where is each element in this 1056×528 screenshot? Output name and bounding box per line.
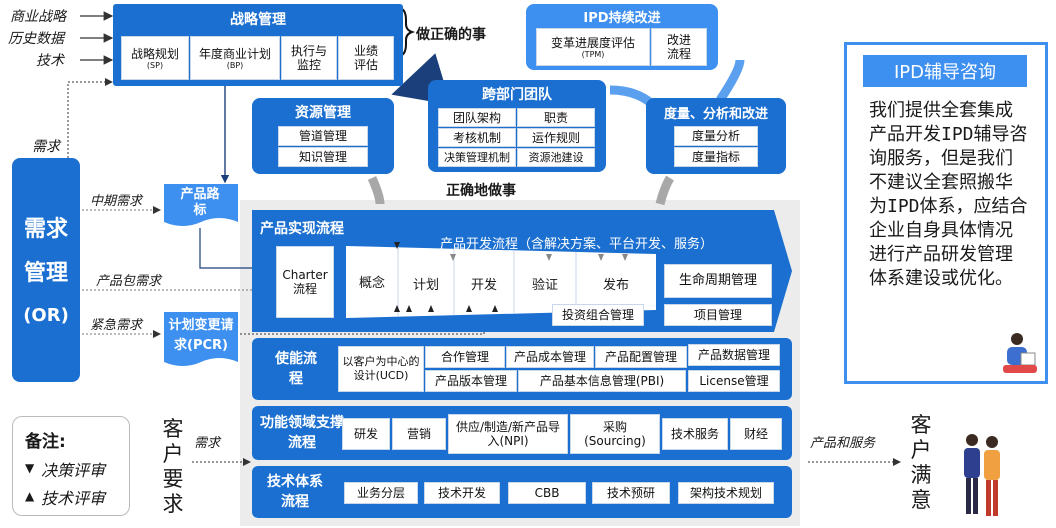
cross-team-cell-decision: 决策管理机制 [438,148,516,167]
or-line2: 管理 [23,261,68,286]
func-cell-supply: 供应/制造/新产品导入(NPI) [448,414,568,454]
reader-icon [1003,333,1037,373]
portfolio-cell: 投资组合管理 [552,304,644,326]
enable-cell-version: 产品版本管理 [425,370,517,392]
roadmap-label: 产品路标 [180,187,220,218]
strategy-cell-bp: 年度商业计划(BP) [190,36,280,80]
strategy-box: 战略管理 战略规划(SP) 年度商业计划(BP) 执行与监控 业绩评估 [113,4,403,86]
enable-cell-pbi: 产品基本信息管理(PBI) [518,370,686,392]
stage-concept: 概念 [358,276,385,291]
pcr-shape [164,312,238,366]
do-things-right: 正确地做事 [446,183,516,199]
tech-cell-layer: 业务分层 [344,482,418,504]
demand-label: 需求 [32,139,60,155]
cross-team-title: 跨部门团队 [482,87,552,103]
strategy-cell-execute: 执行与监控 [281,36,337,80]
customer-sat: 客户满意 [910,413,932,512]
resource-box: 资源管理 管道管理 知识管理 [252,98,394,174]
enablement-box: 使能流程 以客户为中心的设计(UCD) 合作管理 产品成本管理 产品配置管理 产… [252,338,792,400]
measure-title: 度量、分析和改进 [663,106,768,122]
input-business-strategy: 商业战略 [10,9,66,25]
consult-title: IPD辅导咨询 [863,55,1027,87]
tech-cell-arch: 架构技术规划 [678,482,774,504]
mid-demand: 中期需求 [90,194,143,209]
pcr-label: 计划变更请求(PCR) [168,318,234,353]
project-cell: 项目管理 [664,304,772,326]
dev-flow-label: 产品开发流程（含解决方案、平台开发、服务） [440,237,714,252]
func-cell-tech-service: 技术服务 [662,418,728,450]
functional-box: 功能领域支撑流程 研发 营销 供应/制造/新产品导入(NPI) 采购(Sourc… [252,406,792,460]
functional-title: 功能领域支撑流程 [260,415,344,451]
stage-verify: 验证 [531,278,558,293]
ipd-improve-title: IPD持续改进 [583,10,661,26]
enable-cell-ucd: 以客户为中心的设计(UCD) [338,346,424,392]
tech-title: 技术体系流程 [267,474,323,510]
consult-panel: IPD辅导咨询 我们提供全套集成产品开发IPD辅导咨询服务，但是我们不建议全套照… [844,42,1048,384]
customer-req: 客户要求 [162,417,184,516]
measure-cell-analysis: 度量分析 [674,126,758,146]
legend-decision-icon: ▼ [25,461,35,475]
consult-text: 我们提供全套集成产品开发IPD辅导咨询服务，但是我们不建议全套照搬华为IPD体系… [869,100,1028,289]
enable-cell-config: 产品配置管理 [595,346,687,368]
roadmap-shape [164,184,238,226]
func-cell-marketing: 营销 [392,418,446,450]
tech-cell-research: 技术预研 [592,482,670,504]
measure-cell-metrics: 度量指标 [674,147,758,167]
review-markers [394,242,628,312]
legend-title: 备注: [25,432,66,452]
legend-box: 备注: ▼ 决策评审 ▲ 技术评审 [12,416,130,516]
enable-cell-data: 产品数据管理 [688,344,780,366]
resource-cell-pipeline: 管道管理 [278,126,368,146]
tech-cell-cbb: CBB [508,482,586,504]
ipd-improve-box: IPD持续改进 变革进展度评估(TPM) 改进流程 [526,4,718,70]
legend-tech-icon: ▲ [25,489,35,503]
strategy-cell-eval: 业绩评估 [338,36,394,80]
measure-box: 度量、分析和改进 度量分析 度量指标 [646,98,786,174]
cross-team-cell-rules: 运作规则 [517,128,595,147]
cross-team-cell-pool: 资源池建设 [517,148,595,167]
func-cell-rnd: 研发 [342,418,390,450]
product-service-label: 产品和服务 [810,436,876,451]
func-cell-finance: 财经 [730,418,782,450]
or-box: 需求 管理 (OR) [12,158,80,382]
charter-cell: Charter流程 [276,246,334,318]
stage-funnel [346,246,656,318]
ipd-improve-cell-tpm: 变革进展度评估(TPM) [536,28,650,66]
cross-team-cell-duty: 职责 [517,108,595,127]
resource-title: 资源管理 [295,105,351,121]
req-arrow-label: 需求 [194,436,221,451]
legend-tech: 技术评审 [41,489,106,508]
stage-develop: 开发 [470,278,497,293]
input-technology: 技术 [36,53,64,69]
func-cell-sourcing: 采购(Sourcing) [570,414,660,454]
customer-people-icon [964,434,1000,516]
stage-release: 发布 [602,278,629,293]
cross-team-box: 跨部门团队 团队架构 职责 考核机制 运作规则 决策管理机制 资源池建设 [428,80,606,172]
input-history-data: 历史数据 [8,31,64,47]
legend-decision: 决策评审 [41,461,106,480]
stage-plan: 计划 [412,278,439,293]
package-demand: 产品包需求 [96,274,162,289]
lifecycle-cell: 生命周期管理 [664,264,772,298]
cross-team-cell-kpi: 考核机制 [438,128,516,147]
urgent-demand: 紧急需求 [90,318,143,333]
realize-title: 产品实现流程 [260,221,344,237]
cross-team-cell-arch: 团队架构 [438,108,516,127]
or-line1: 需求 [23,217,68,242]
do-right-thing: 做正确的事 [416,27,486,43]
tech-cell-dev: 技术开发 [424,482,500,504]
tech-box: 技术体系流程 业务分层 技术开发 CBB 技术预研 架构技术规划 [252,466,792,518]
resource-cell-knowledge: 知识管理 [278,147,368,167]
enable-cell-license: License管理 [688,370,780,392]
or-line3: (OR) [23,304,69,326]
strategy-cell-sp: 战略规划(SP) [121,36,189,80]
enablement-title: 使能流程 [275,351,317,387]
enable-cell-coop: 合作管理 [425,346,505,368]
enable-cell-cost: 产品成本管理 [506,346,594,368]
ipd-improve-cell-process: 改进流程 [651,28,707,66]
strategy-title: 战略管理 [230,12,286,28]
